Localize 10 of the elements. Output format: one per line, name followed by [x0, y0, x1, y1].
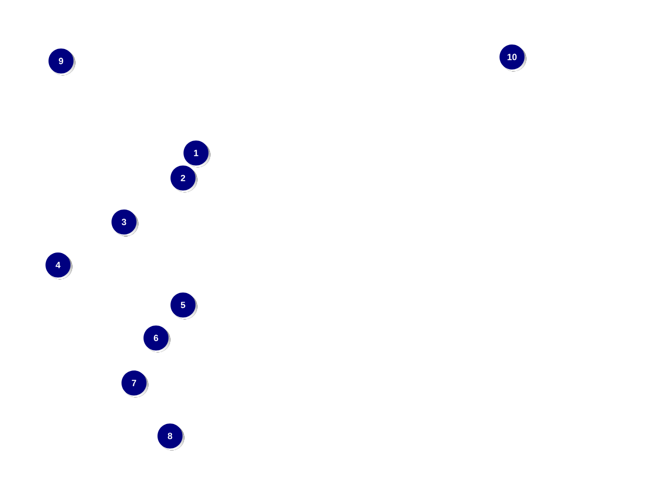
callout-number: 3 [112, 210, 138, 236]
callout-number: 4 [46, 252, 72, 280]
callout-number: 5 [170, 292, 198, 320]
callout-number: 2 [170, 166, 198, 192]
callout-number: 7 [122, 370, 148, 398]
callout-number: 9 [48, 48, 76, 76]
callout-number: 1 [184, 140, 210, 168]
callout-number: 6 [144, 326, 170, 352]
callout-number: 8 [158, 424, 184, 450]
callout-number: 10 [500, 44, 526, 72]
